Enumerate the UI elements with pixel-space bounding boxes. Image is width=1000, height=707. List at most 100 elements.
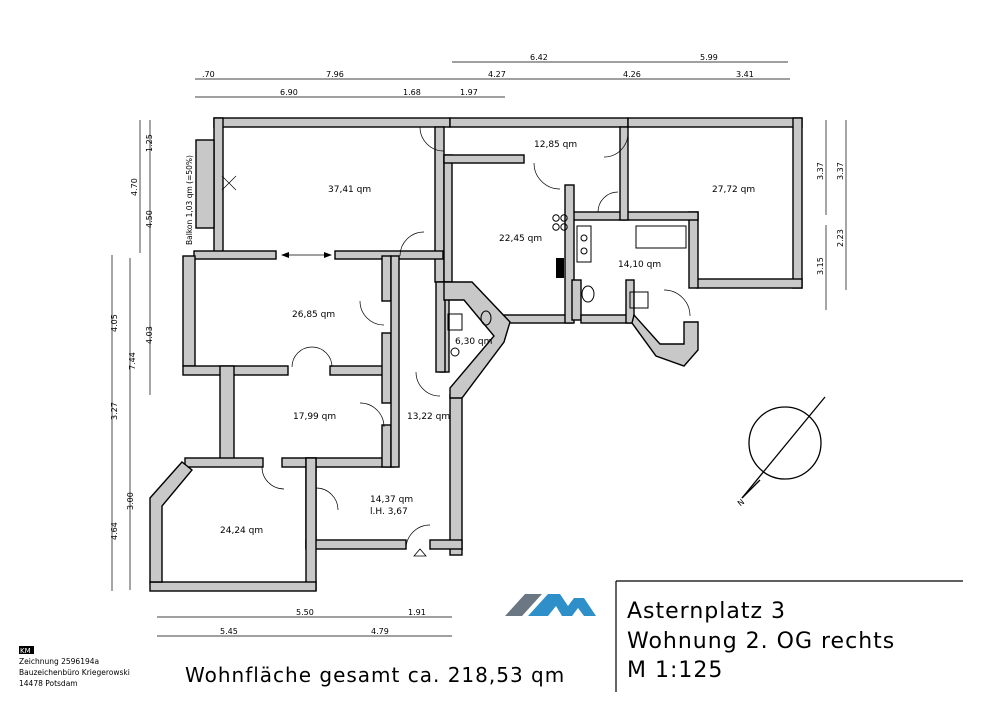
dim-left-3-27: 3.27 <box>110 402 119 420</box>
arrow-left-icon <box>281 252 289 258</box>
wall-z2-bottom <box>182 365 289 376</box>
wall-schlafen-left <box>619 126 629 221</box>
wc-toilet-icon <box>480 310 492 326</box>
title-block: Asternplatz 3 Wohnung 2. OG rechts M 1:1… <box>615 580 963 692</box>
logo-blue-shape <box>528 594 596 616</box>
wall-kitchen-right <box>564 184 575 324</box>
door-arc-schlafen <box>603 132 629 158</box>
stove-burner4-icon <box>560 223 568 231</box>
shower-icon <box>629 291 649 309</box>
wall-top-right <box>627 117 803 128</box>
wall-flur-left <box>390 255 400 468</box>
compass-circle-icon <box>748 406 822 480</box>
dim-left-3-00: 3.00 <box>126 492 135 510</box>
company-logo <box>505 594 596 616</box>
washbasin-icon <box>576 225 592 263</box>
wall-kitchen-left <box>443 154 453 283</box>
room-label-kueche: 22,45 qm <box>499 234 542 244</box>
basin-circle2-icon <box>580 247 588 255</box>
wall-bay-left <box>149 461 193 583</box>
wall-bath-right <box>688 211 699 289</box>
dim-right-3-37b: 3.37 <box>836 162 845 180</box>
door-arc-z4 <box>261 466 285 490</box>
dim-bottom-5-45: 5.45 <box>220 627 238 636</box>
wall-wohnen-bottom <box>193 250 277 260</box>
wall-diele-bottom <box>305 539 407 550</box>
dim-right-3-15: 3.15 <box>816 257 825 275</box>
title-scale: M 1:125 <box>627 658 723 683</box>
stove-burner-icon <box>552 214 560 222</box>
wall-z4-bottom <box>149 581 317 592</box>
door-balkon <box>221 175 237 191</box>
walls <box>149 117 803 592</box>
drafter-stamp: KM Zeichnung 2596194a Bauzeichenbüro Kri… <box>19 646 130 688</box>
dim-right-2-23: 2.23 <box>836 229 845 247</box>
dim-left-4-05: 4.05 <box>110 314 119 332</box>
basin-circle-icon <box>580 234 588 242</box>
door-arc-z3 <box>359 402 385 428</box>
wall-right-outer <box>792 117 803 289</box>
compass: N <box>736 396 826 508</box>
room-label-balkon: Balkon 1,03 qm (=50%) <box>185 155 194 245</box>
radiator-icon <box>556 258 564 278</box>
room-labels: 37,41 qm Balkon 1,03 qm (=50%) 12,85 qm … <box>185 140 755 536</box>
dim-right-3-37a: 3.37 <box>816 162 825 180</box>
total-area: Wohnfläche gesamt ca. 218,53 qm <box>185 663 565 687</box>
entrance-arrow-icon <box>413 548 427 557</box>
wc-shower-icon <box>447 313 463 331</box>
door-arc-z2 <box>359 300 385 326</box>
dim-top-6-90: 6.90 <box>280 88 298 97</box>
dim-left-4-50: 4.50 <box>145 210 154 228</box>
room-label-flur-top: 12,85 qm <box>534 140 577 150</box>
dim-left-7-44: 7.44 <box>128 352 137 370</box>
title-address: Asternplatz 3 <box>627 599 786 624</box>
fixtures <box>281 214 687 357</box>
door-arc-diele <box>315 487 339 511</box>
room-label-flur: 13,22 qm <box>407 412 450 422</box>
dim-top-6-42: 6.42 <box>530 53 548 62</box>
wall-bath-left <box>571 279 582 321</box>
dim-top-1-68: 1.68 <box>403 88 421 97</box>
wall-bath-top <box>571 211 699 221</box>
stamp-line3: 14478 Potsdam <box>19 679 78 688</box>
wall-flur-right2 <box>449 394 463 556</box>
wall-z3-bottom2 <box>281 457 395 468</box>
dim-left-4-03: 4.03 <box>145 326 154 344</box>
wall-z3-bottom <box>184 457 264 468</box>
dim-left-4-70: 4.70 <box>130 178 139 196</box>
wall-z2-left <box>182 255 196 367</box>
door-arc-bath <box>663 289 691 317</box>
dim-left-4-64: 4.64 <box>110 522 119 540</box>
door-arc-wc <box>415 371 441 397</box>
wall-bath-diag <box>631 313 699 367</box>
wall-z3-right <box>381 424 392 468</box>
wall-z2-right <box>381 255 392 302</box>
dim-top-4-27: 4.27 <box>488 70 506 79</box>
room-label-zimmer4: 24,24 qm <box>220 526 263 536</box>
wall-z3-left <box>219 365 235 462</box>
dimension-texts: 6.42 5.99 .70 7.96 4.27 4.26 3.41 6.90 1… <box>110 53 845 636</box>
dim-bottom-5-50: 5.50 <box>296 608 314 617</box>
room-label-lh: l.H. 3,67 <box>370 507 408 517</box>
dim-bottom-1-91: 1.91 <box>408 608 426 617</box>
door-arc-flur <box>399 231 425 257</box>
wall-z2-right2 <box>381 332 392 404</box>
wall-wc-diag <box>443 281 511 399</box>
stamp-logo: KM <box>20 647 31 655</box>
wall-kitchen-bottom <box>499 314 573 324</box>
logo-grey-shape <box>505 594 542 616</box>
door-arc-bath2 <box>597 191 619 213</box>
wall-z4-right <box>305 457 317 591</box>
dimension-lines <box>111 61 847 637</box>
dim-top-3-41: 3.41 <box>736 70 754 79</box>
door-arc-kitchen <box>533 162 561 190</box>
door-arc-entrance <box>405 524 431 550</box>
wall-wc-left <box>435 281 446 373</box>
wall-right-bottom <box>696 278 803 289</box>
door-arc-top <box>419 126 445 152</box>
room-label-zimmer3: 17,99 qm <box>293 412 336 422</box>
arrow-right-icon <box>324 252 332 258</box>
dim-top-1-97: 1.97 <box>460 88 478 97</box>
room-label-bad: 14,10 qm <box>618 260 661 270</box>
